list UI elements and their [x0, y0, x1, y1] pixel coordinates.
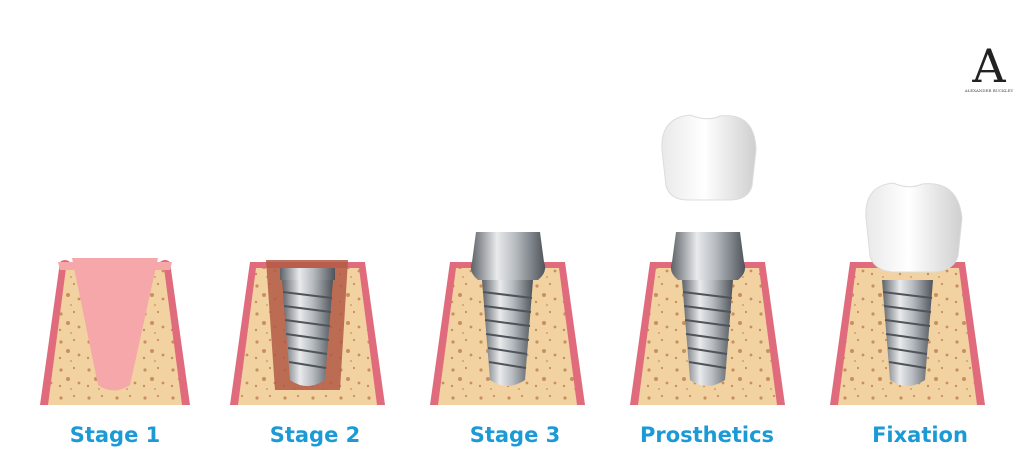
logo-letter: A	[971, 39, 1006, 93]
stage-1-label: Stage 1	[70, 423, 161, 447]
stage-1-panel: Stage 1	[40, 258, 190, 447]
implant-screw	[280, 268, 335, 386]
abutment	[470, 232, 546, 280]
stage-2-panel: Stage 2	[230, 260, 385, 447]
stage-2-label: Stage 2	[270, 423, 361, 447]
implant-screw	[482, 280, 533, 386]
stage-3-label: Stage 3	[470, 423, 561, 447]
crown	[865, 182, 963, 273]
implant-screw	[882, 280, 933, 386]
prosthetics-panel: Prosthetics	[630, 114, 785, 447]
abutment	[670, 232, 746, 280]
fixation-panel: Fixation	[830, 182, 985, 447]
brand-logo: A ALEXANDER BUCKLEY	[964, 39, 1014, 93]
stage-3-panel: Stage 3	[430, 232, 585, 447]
fixation-label: Fixation	[872, 423, 968, 447]
crown	[661, 114, 757, 201]
implant-screw	[682, 280, 733, 386]
tooth-socket	[72, 258, 158, 391]
prosthetics-label: Prosthetics	[640, 423, 774, 447]
logo-caption: ALEXANDER BUCKLEY	[964, 88, 1014, 93]
